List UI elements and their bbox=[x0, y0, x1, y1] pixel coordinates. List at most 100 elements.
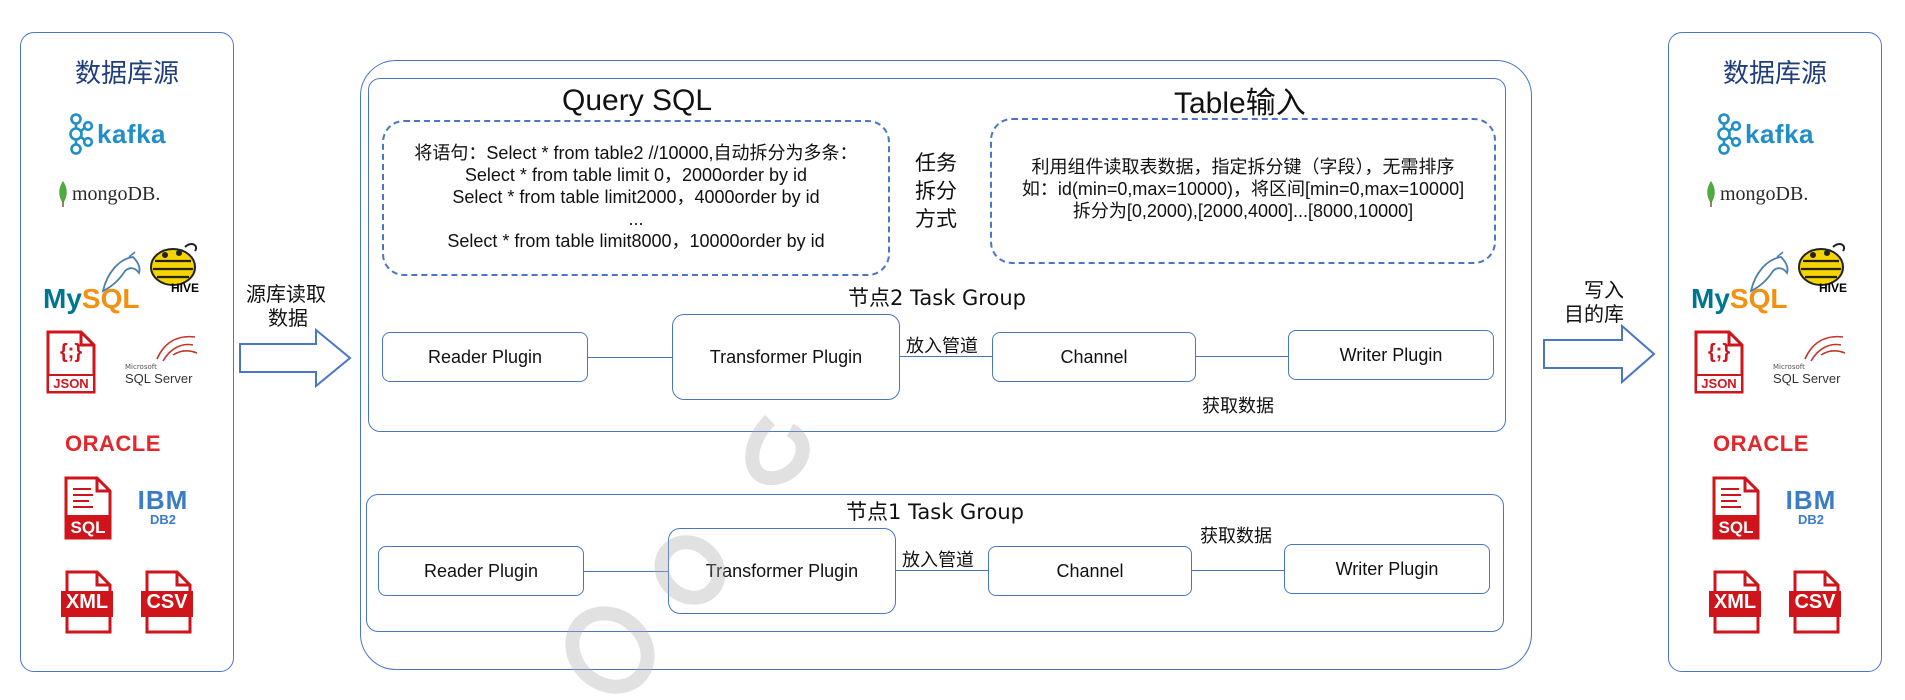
sql-file-icon: SQL bbox=[63, 475, 113, 541]
sqlserver-icon bbox=[156, 335, 198, 362]
kafka-logo: kafka bbox=[67, 113, 166, 155]
csv-file-icon: CSV bbox=[139, 569, 195, 635]
ibm-label: IBM bbox=[137, 485, 189, 515]
node2-channel: Channel bbox=[992, 332, 1196, 382]
sql-file-label: SQL bbox=[1718, 518, 1754, 537]
sql-file-label: SQL bbox=[70, 518, 106, 537]
mongodb-logo: mongoDB. bbox=[1705, 181, 1808, 207]
ibm-label: IBM bbox=[1785, 485, 1837, 515]
mysql-label: MySQL bbox=[1691, 283, 1787, 315]
write-target-label-line2: 目的库 bbox=[1564, 302, 1624, 326]
split-mode-line-3: 方式 bbox=[915, 208, 957, 231]
node1-transformer-plugin: Transformer Plugin bbox=[668, 528, 896, 614]
json-file-icon: {;} JSON bbox=[1693, 329, 1745, 395]
oracle-label: ORACLE bbox=[65, 431, 161, 456]
query-sql-line-2: Select * from table limit 0，2000order by… bbox=[464, 165, 808, 185]
sqlserver-label: SQL Server bbox=[125, 371, 193, 386]
db2-label: DB2 bbox=[149, 512, 176, 527]
right-target-panel: 数据库源 kafka mongoDB. MySQL bbox=[1668, 32, 1882, 672]
sqlserver-small-label: Microsoft bbox=[1773, 363, 1805, 371]
table-input-box bbox=[990, 118, 1496, 264]
hive-label: HIVE bbox=[1819, 281, 1848, 295]
table-input-title: Table输入 bbox=[1174, 87, 1306, 120]
mongodb-leaf-icon bbox=[1707, 181, 1715, 207]
query-sql-line-1: 将语句：Select * from table2 //10000,自动拆分为多条… bbox=[414, 143, 858, 163]
mysql-label: MySQL bbox=[43, 283, 139, 315]
node2-connector-3 bbox=[1196, 356, 1288, 357]
mysql-logo: MySQL bbox=[43, 251, 155, 321]
node2-transformer-plugin: Transformer Plugin bbox=[672, 314, 900, 400]
node1-put-in-channel-label: 放入管道 bbox=[902, 550, 974, 571]
read-source-label-line1: 源库读取 bbox=[246, 282, 326, 306]
kafka-label: kafka bbox=[97, 118, 166, 149]
hive-bee-icon bbox=[1798, 243, 1845, 286]
db2-label: DB2 bbox=[1797, 512, 1824, 527]
write-target-label-line1: 写入 bbox=[1584, 278, 1624, 302]
ibm-db2-logo: IBM DB2 bbox=[133, 487, 193, 537]
sqlserver-logo: Microsoft SQL Server bbox=[1771, 333, 1861, 393]
node2-reader-plugin: Reader Plugin bbox=[382, 332, 588, 382]
table-input-line-1: 利用组件读取表数据，指定拆分键（字段），无需排序 bbox=[1031, 157, 1455, 177]
node2-connector-1 bbox=[588, 357, 672, 358]
read-source-label-line2: 数据 bbox=[268, 306, 308, 330]
mongodb-leaf-icon bbox=[59, 181, 67, 207]
node1-reader-plugin: Reader Plugin bbox=[378, 546, 584, 596]
split-mode-line-2: 拆分 bbox=[915, 180, 957, 203]
watermark-decoration bbox=[565, 415, 810, 694]
mysql-sql-text: SQL bbox=[81, 283, 140, 314]
query-sql-line-5: Select * from table limit8000，10000order… bbox=[447, 231, 825, 251]
sqlserver-icon bbox=[1804, 335, 1846, 362]
mongodb-label: mongoDB. bbox=[1720, 182, 1809, 205]
node2-fetch-data-label: 获取数据 bbox=[1202, 396, 1274, 417]
query-sql-line-4: ... bbox=[628, 209, 644, 229]
oracle-logo: ORACLE bbox=[1713, 431, 1809, 457]
table-input-text: 利用组件读取表数据，指定拆分键（字段），无需排序 如：id(min=0,max=… bbox=[992, 156, 1494, 222]
read-source-arrow: 源库读取 数据 bbox=[238, 278, 354, 388]
mysql-sql-text: SQL bbox=[1729, 283, 1788, 314]
split-mode-label: 任务 拆分 方式 bbox=[898, 150, 974, 234]
node2-connector-2 bbox=[900, 356, 992, 357]
query-sql-line-3: Select * from table limit2000，4000order … bbox=[452, 187, 820, 207]
node1-connector-1 bbox=[584, 571, 668, 572]
mysql-logo: MySQL bbox=[1691, 251, 1803, 321]
query-sql-text: 将语句：Select * from table2 //10000,自动拆分为多条… bbox=[384, 142, 888, 252]
sql-file-icon: SQL bbox=[1711, 475, 1761, 541]
json-label: JSON bbox=[53, 376, 89, 391]
xml-file-icon: XML bbox=[59, 569, 115, 635]
json-braces: {;} bbox=[59, 341, 83, 363]
query-sql-box bbox=[382, 120, 890, 276]
right-panel-title: 数据库源 bbox=[1722, 59, 1827, 89]
csv-file-icon: CSV bbox=[1787, 569, 1843, 635]
hive-label: HIVE bbox=[171, 281, 200, 295]
node2-put-in-channel-label: 放入管道 bbox=[906, 336, 978, 357]
oracle-label: ORACLE bbox=[1713, 431, 1809, 456]
write-target-arrow: 写入 目的库 bbox=[1542, 274, 1658, 386]
table-input-line-2: 如：id(min=0,max=10000)，将区间[min=0,max=1000… bbox=[1021, 179, 1465, 199]
csv-file-label: CSV bbox=[1794, 591, 1836, 613]
node2-title: 节点2 Task Group bbox=[848, 286, 1026, 310]
mysql-dolphin-icon bbox=[101, 251, 141, 293]
sqlserver-label: SQL Server bbox=[1773, 371, 1841, 386]
query-sql-title: Query SQL bbox=[562, 84, 713, 117]
mongodb-logo: mongoDB. bbox=[57, 181, 160, 207]
left-source-panel: 数据库源 kafka mongoDB. MySQL bbox=[20, 32, 234, 672]
mysql-dolphin-icon bbox=[1749, 251, 1789, 293]
hive-bee-icon bbox=[150, 243, 197, 286]
node1-connector-2 bbox=[896, 570, 988, 571]
json-braces: {;} bbox=[1707, 341, 1731, 363]
node1-title: 节点1 Task Group bbox=[846, 500, 1024, 524]
hive-logo: HIVE bbox=[143, 239, 203, 299]
xml-file-label: XML bbox=[1713, 591, 1757, 613]
json-label: JSON bbox=[1701, 376, 1737, 391]
right-arrow-icon bbox=[1543, 324, 1656, 385]
right-arrow-icon bbox=[239, 328, 352, 388]
node1-connector-3 bbox=[1192, 570, 1284, 571]
sqlserver-logo: Microsoft SQL Server bbox=[123, 333, 213, 393]
xml-file-icon: XML bbox=[1707, 569, 1763, 635]
mongodb-label: mongoDB. bbox=[72, 182, 161, 205]
kafka-icon bbox=[1717, 113, 1741, 155]
node1-channel: Channel bbox=[988, 546, 1192, 596]
node2-writer-plugin: Writer Plugin bbox=[1288, 330, 1494, 380]
table-input-line-3: 拆分为[0,2000),[2000,4000]...[8000,10000] bbox=[1072, 201, 1414, 221]
ibm-db2-logo: IBM DB2 bbox=[1781, 487, 1841, 537]
